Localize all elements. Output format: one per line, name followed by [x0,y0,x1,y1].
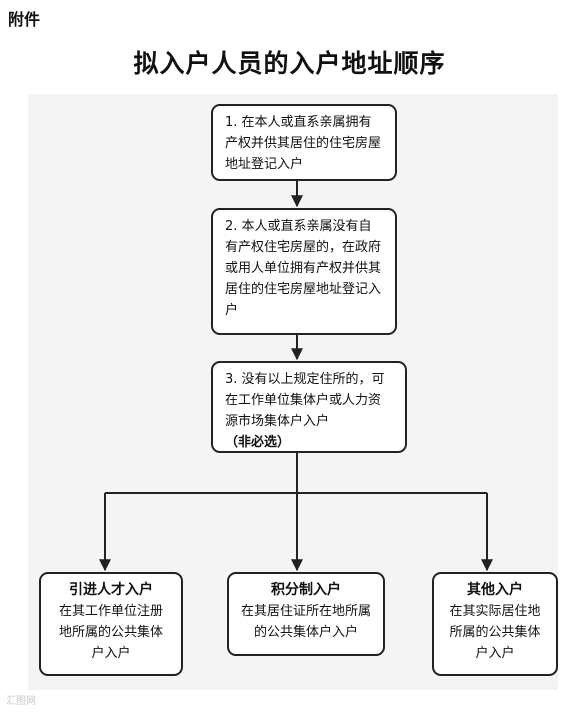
page-title: 拟入户人员的入户地址顺序 [133,49,446,78]
branch-points-title: 积分制入户 [271,582,341,598]
watermark: 汇图网 [6,696,36,707]
branch-talent-box: 引进人才入户 在其工作单位注册地所属的公共集体户入户 [39,572,183,676]
branch-other-body: 在其实际居住地所属的公共集体户入户 [449,604,541,661]
step-2-box: 2. 本人或直系亲属没有自有产权住宅房屋的，在政府或用人单位拥有产权并供其居住的… [211,208,397,335]
branch-talent-title: 引进人才入户 [69,582,153,598]
branch-other-box: 其他入户 在其实际居住地所属的公共集体户入户 [432,572,558,676]
step-2-text: 2. 本人或直系亲属没有自有产权住宅房屋的，在政府或用人单位拥有产权并供其居住的… [225,219,382,318]
branch-points-box: 积分制入户 在其居住证所在地所属的公共集体户入户 [227,572,385,656]
step-3-text: 3. 没有以上规定住所的，可在工作单位集体户或人力资源市场集体户入户 [225,372,385,429]
branch-talent-body: 在其工作单位注册地所属的公共集体户入户 [58,604,163,661]
attachment-label: 附件 [8,10,41,29]
branch-other-title: 其他入户 [467,582,523,598]
step-1-box: 1. 在本人或直系亲属拥有产权并供其居住的住宅房屋地址登记入户 [211,104,397,181]
step-3-box: 3. 没有以上规定住所的，可在工作单位集体户或人力资源市场集体户入户 （非必选） [211,361,407,453]
branch-points-body: 在其居住证所在地所属的公共集体户入户 [241,604,372,640]
step-1-text: 1. 在本人或直系亲属拥有产权并供其居住的住宅房屋地址登记入户 [225,115,382,172]
step-3-optional-note: （非必选） [225,435,291,450]
